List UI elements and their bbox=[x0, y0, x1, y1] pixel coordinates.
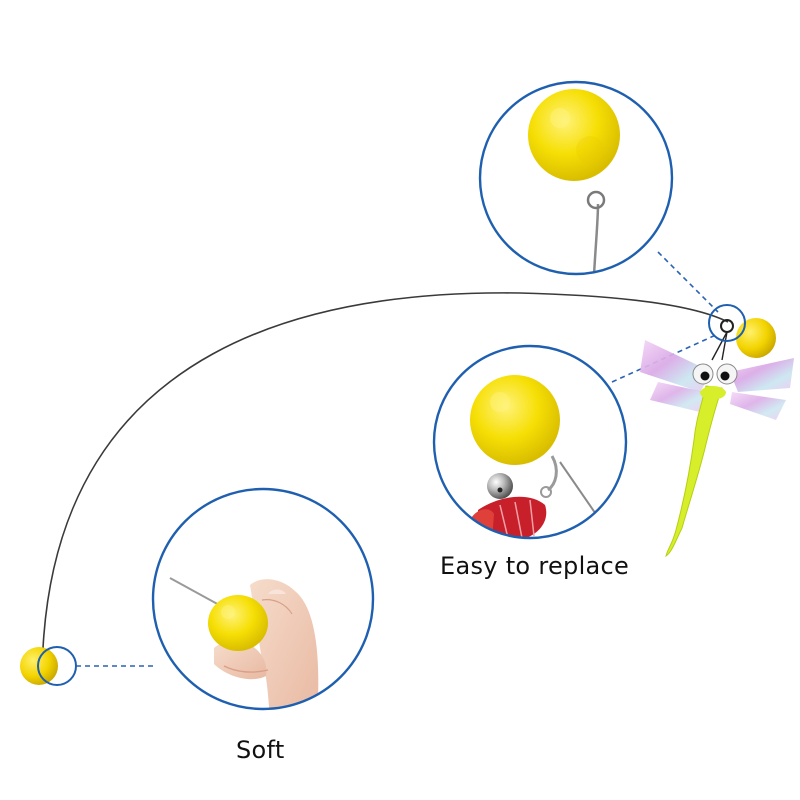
detail-circle-middle bbox=[432, 344, 628, 540]
attachment-highlight-ring bbox=[708, 304, 746, 342]
end-ball-highlight-ring bbox=[37, 646, 77, 686]
pompom-squeezed-icon bbox=[208, 595, 268, 651]
caption-soft: Soft bbox=[236, 736, 285, 764]
detail-circle-bottom bbox=[151, 487, 375, 711]
pompom-middle-icon bbox=[470, 375, 560, 465]
end-ball-bottom-icon bbox=[20, 646, 77, 686]
leader-top bbox=[657, 251, 719, 313]
detail-circle-top bbox=[478, 80, 674, 276]
hand-icon bbox=[214, 579, 319, 709]
bell-icon bbox=[487, 473, 513, 499]
pompom-top-icon bbox=[528, 89, 620, 181]
dragonfly-toy-icon bbox=[640, 318, 794, 558]
toy-wire-arc bbox=[42, 292, 729, 649]
caption-easy-to-replace: Easy to replace bbox=[440, 552, 630, 580]
